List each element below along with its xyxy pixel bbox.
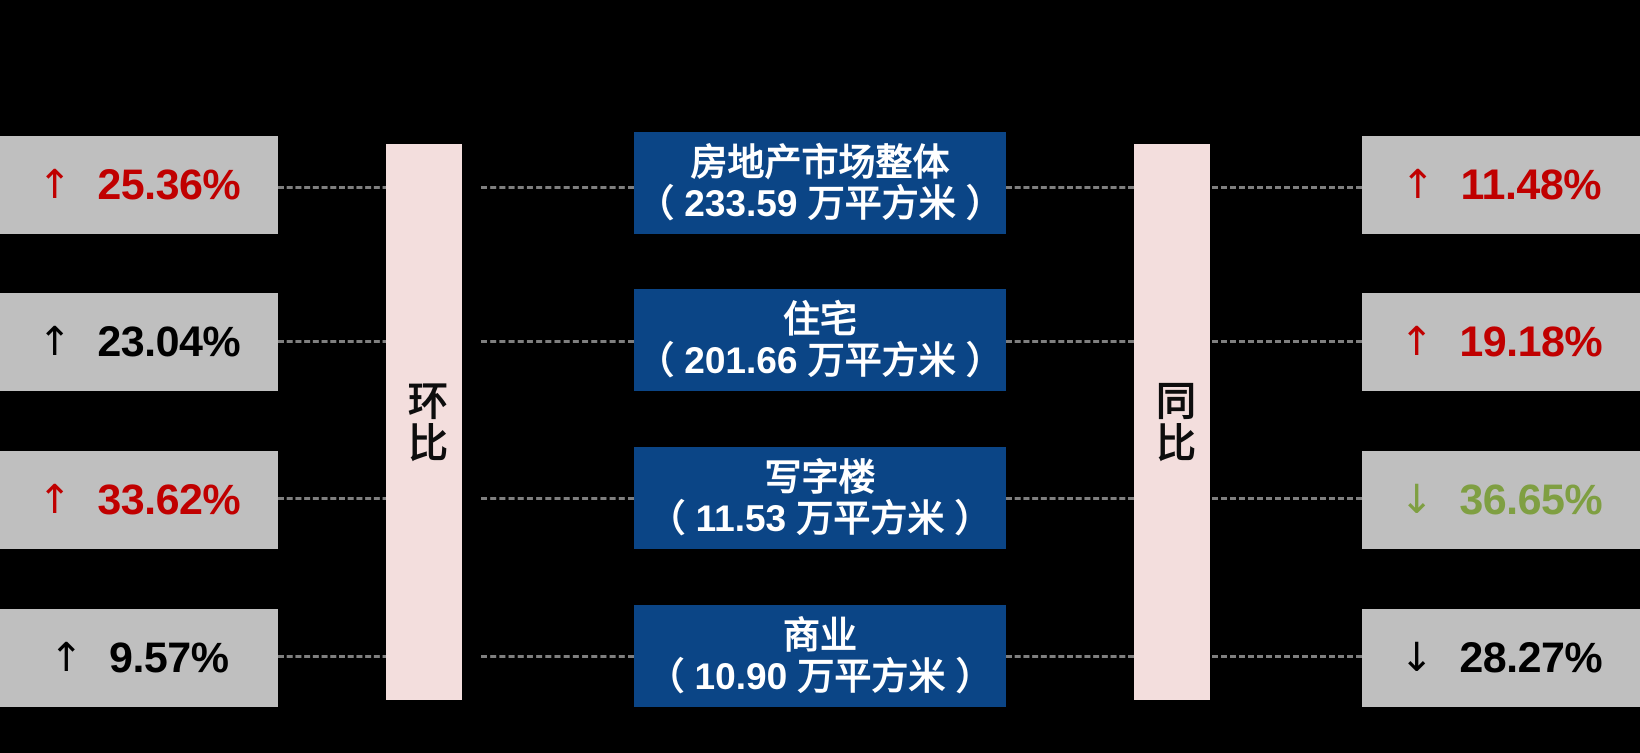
connector-line-left-row-2 — [278, 340, 406, 343]
category-box-row-1[interactable]: 房地产市场整体 （ 233.59 万平方米 ） — [634, 132, 1006, 234]
category-name-row-3: 写字楼 — [764, 456, 876, 498]
connector-line-mid-right-row-3 — [1006, 497, 1134, 500]
yoy-metric-row-1: ↑ 11.48% — [1401, 160, 1602, 209]
category-name-row-2: 住宅 — [783, 298, 857, 340]
yoy-value-row-3: 36.65% — [1459, 475, 1603, 524]
connector-line-mid-right-row-1 — [1006, 186, 1134, 189]
arrow-up-icon: ↑ — [49, 635, 84, 681]
yoy-metric-box-row-1[interactable]: ↑ 11.48% — [1362, 136, 1640, 234]
yoy-metric-box-row-4[interactable]: ↓ 28.27% — [1362, 609, 1640, 707]
category-box-row-3[interactable]: 写字楼 （ 11.53 万平方米 ） — [634, 447, 1006, 549]
mom-axis-bar: 环比 — [386, 144, 462, 700]
category-name-row-4: 商业 — [783, 614, 857, 656]
mom-value-row-4: 9.57% — [109, 633, 229, 682]
arrow-up-icon: ↑ — [37, 162, 72, 208]
category-box-row-2[interactable]: 住宅 （ 201.66 万平方米 ） — [634, 289, 1006, 391]
connector-line-mid-left-row-1 — [481, 186, 634, 189]
connector-line-right-row-3 — [1212, 497, 1362, 500]
mom-value-row-3: 33.62% — [97, 475, 241, 524]
connector-line-mid-left-row-2 — [481, 340, 634, 343]
connector-line-left-row-3 — [278, 497, 406, 500]
category-area-row-3: （ 11.53 万平方米 ） — [648, 498, 992, 539]
connector-line-mid-right-row-2 — [1006, 340, 1134, 343]
connector-line-mid-left-row-3 — [481, 497, 634, 500]
mom-metric-box-row-1[interactable]: ↑ 25.36% — [0, 136, 278, 234]
mom-metric-row-3: ↑ 33.62% — [37, 475, 241, 524]
mom-value-row-1: 25.36% — [97, 160, 241, 209]
mom-metric-row-2: ↑ 23.04% — [37, 317, 241, 366]
arrow-up-icon: ↑ — [37, 477, 72, 523]
yoy-metric-row-4: ↓ 28.27% — [1399, 633, 1603, 682]
category-area-row-4: （ 10.90 万平方米 ） — [647, 656, 993, 697]
connector-line-right-row-2 — [1212, 340, 1362, 343]
category-box-row-4[interactable]: 商业 （ 10.90 万平方米 ） — [634, 605, 1006, 707]
mom-metric-row-1: ↑ 25.36% — [37, 160, 241, 209]
mom-metric-box-row-3[interactable]: ↑ 33.62% — [0, 451, 278, 549]
arrow-up-icon: ↑ — [1401, 162, 1435, 208]
yoy-metric-box-row-3[interactable]: ↓ 36.65% — [1362, 451, 1640, 549]
connector-line-right-row-1 — [1212, 186, 1362, 189]
connector-line-left-row-4 — [278, 655, 406, 658]
yoy-value-row-4: 28.27% — [1459, 633, 1603, 682]
connector-line-right-row-4 — [1212, 655, 1362, 658]
yoy-axis-bar: 同比 — [1134, 144, 1210, 700]
connector-line-mid-right-row-4 — [1006, 655, 1134, 658]
connector-line-mid-left-row-4 — [481, 655, 634, 658]
yoy-metric-row-3: ↓ 36.65% — [1399, 475, 1603, 524]
yoy-value-row-2: 19.18% — [1459, 317, 1603, 366]
mom-axis-label: 环比 — [402, 380, 446, 464]
yoy-value-row-1: 11.48% — [1460, 160, 1602, 209]
mom-metric-box-row-4[interactable]: ↑ 9.57% — [0, 609, 278, 707]
arrow-down-icon: ↓ — [1399, 635, 1434, 681]
connector-line-left-row-1 — [278, 186, 406, 189]
yoy-axis-label: 同比 — [1150, 380, 1194, 464]
arrow-down-icon: ↓ — [1399, 477, 1434, 523]
mom-metric-box-row-2[interactable]: ↑ 23.04% — [0, 293, 278, 391]
category-area-row-1: （ 233.59 万平方米 ） — [636, 183, 1003, 224]
mom-metric-row-4: ↑ 9.57% — [49, 633, 229, 682]
arrow-up-icon: ↑ — [1399, 319, 1434, 365]
category-name-row-1: 房地产市场整体 — [690, 141, 950, 183]
mom-value-row-2: 23.04% — [97, 317, 241, 366]
yoy-metric-box-row-2[interactable]: ↑ 19.18% — [1362, 293, 1640, 391]
arrow-up-icon: ↑ — [37, 319, 72, 365]
category-area-row-2: （ 201.66 万平方米 ） — [636, 340, 1003, 381]
yoy-metric-row-2: ↑ 19.18% — [1399, 317, 1603, 366]
